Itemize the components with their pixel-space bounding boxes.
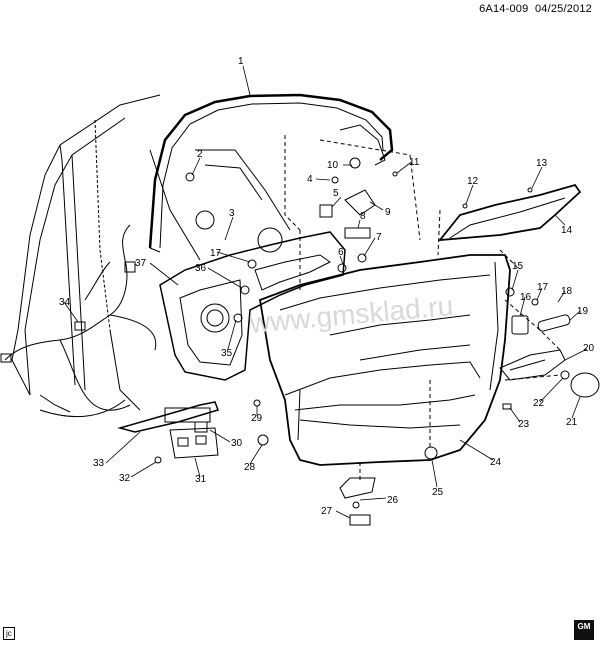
callout-27: 27 — [321, 506, 333, 517]
vehicle-body-outline — [11, 94, 291, 413]
fasteners — [154, 171, 570, 464]
diagram-date: 04/25/2012 — [534, 3, 592, 15]
lamp-housing — [339, 477, 376, 526]
callout-24: 24 — [490, 457, 502, 468]
door-trim-panel — [258, 254, 511, 466]
callout-12: 12 — [467, 176, 479, 187]
window-frame-part — [148, 93, 394, 253]
callout-19: 19 — [577, 306, 589, 317]
diagram-header: 6A14-009 04/25/2012 — [479, 3, 592, 15]
leader-lines — [63, 65, 588, 519]
diagram-code: 6A14-009 — [479, 3, 529, 15]
callout-6: 6 — [338, 247, 344, 258]
callout-4: 4 — [307, 174, 313, 185]
callout-29: 29 — [251, 413, 263, 424]
callout-labels: 1 2 3 4 5 6 7 8 9 10 11 12 13 14 15 16 1… — [59, 56, 595, 517]
gm-logo-underline — [574, 634, 594, 638]
callout-37: 37 — [135, 258, 147, 269]
callout-26: 26 — [387, 495, 399, 506]
callout-28: 28 — [244, 462, 256, 473]
callout-20: 20 — [583, 343, 595, 354]
callout-11: 11 — [409, 157, 420, 168]
callout-36: 36 — [195, 263, 207, 274]
callout-21: 21 — [566, 417, 578, 428]
callout-31: 31 — [195, 474, 207, 485]
mirror-bracket — [319, 157, 376, 263]
callout-30: 30 — [231, 438, 243, 449]
callout-8: 8 — [360, 211, 366, 222]
inner-door-frame — [159, 210, 346, 381]
callout-16: 16 — [520, 292, 532, 303]
callout-13: 13 — [536, 158, 548, 169]
upper-trim-strip — [437, 183, 582, 242]
callout-2: 2 — [197, 149, 203, 160]
small-switch — [511, 314, 571, 335]
callout-5: 5 — [333, 188, 339, 199]
callout-1: 1 — [238, 56, 244, 67]
callout-17b: 17 — [537, 282, 549, 293]
author-box: jc — [3, 627, 15, 640]
armrest-switch-assembly — [117, 401, 219, 459]
callout-34: 34 — [59, 297, 71, 308]
callout-3: 3 — [229, 208, 235, 219]
callout-25: 25 — [432, 487, 444, 498]
gm-logo-text: GM — [577, 622, 591, 631]
callout-17a: 17 — [210, 248, 222, 259]
callout-7: 7 — [376, 232, 382, 243]
callout-22: 22 — [533, 398, 545, 409]
watermark-text: www.gmsklad.ru — [248, 290, 455, 339]
wiring-harness — [0, 224, 157, 418]
gm-logo: GM — [574, 620, 594, 640]
callout-33: 33 — [93, 458, 105, 469]
callout-18: 18 — [561, 286, 573, 297]
callout-10: 10 — [327, 160, 339, 171]
grille-cap — [570, 372, 600, 398]
callout-15: 15 — [512, 261, 524, 272]
callout-14: 14 — [561, 225, 573, 236]
callout-23: 23 — [518, 419, 530, 430]
guide-lines — [284, 135, 561, 480]
callout-35: 35 — [221, 348, 233, 359]
callout-9: 9 — [385, 207, 391, 218]
callout-32: 32 — [119, 473, 131, 484]
